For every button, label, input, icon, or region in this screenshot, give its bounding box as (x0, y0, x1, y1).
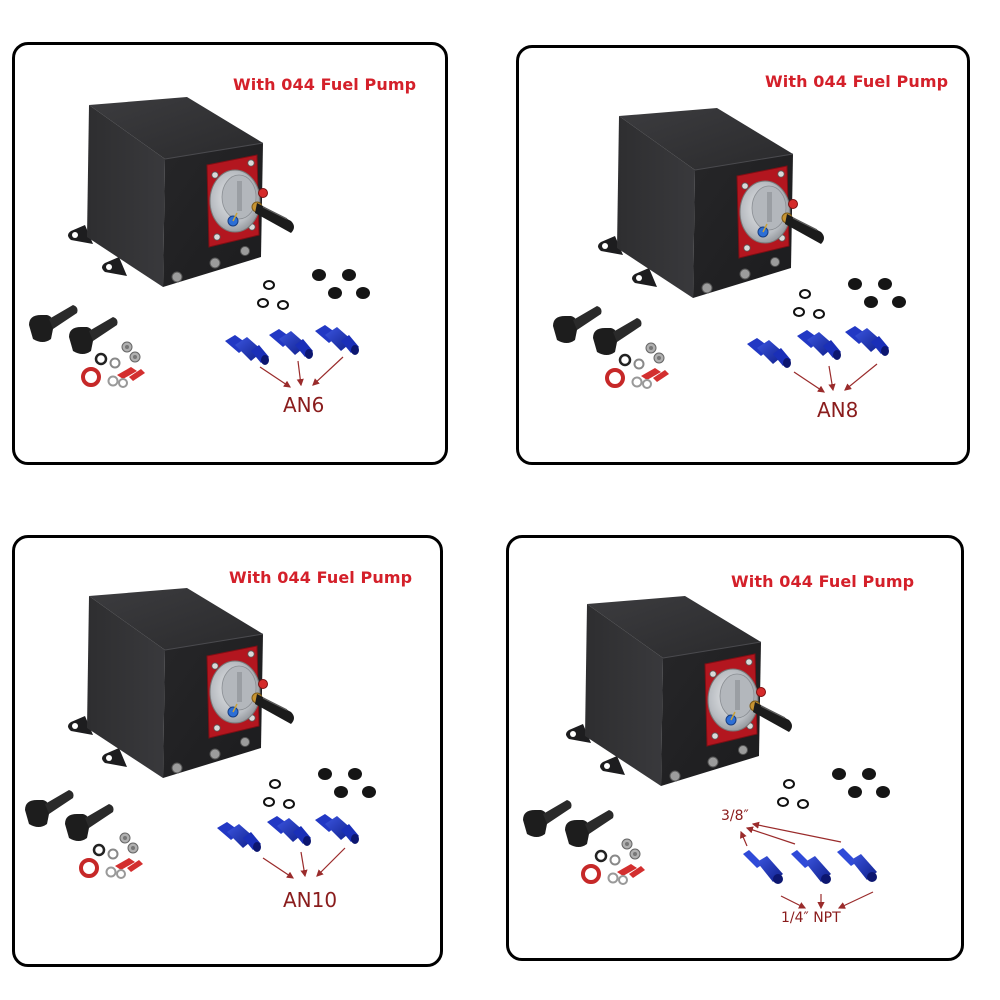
npt-fitting-icon (743, 850, 783, 884)
surge-tank-icon (565, 595, 793, 787)
product-panel-an10[interactable]: With 044 Fuel Pump AN10 (12, 535, 443, 967)
an-fitting-icon (217, 822, 261, 852)
an-fitting-icon (267, 816, 311, 846)
panel-title: With 044 Fuel Pump (229, 568, 413, 587)
panel-title: With 044 Fuel Pump (765, 72, 949, 91)
rubber-boot-icon (593, 318, 642, 355)
an-fitting-icon (225, 335, 269, 365)
seals-icon (793, 277, 907, 319)
seals-icon (263, 767, 377, 809)
surge-tank-icon (67, 587, 295, 779)
fitting-size-label-bottom: 1/4″ NPT (781, 910, 841, 926)
product-illustration (29, 96, 371, 389)
product-panel-an8[interactable]: With 044 Fuel Pump AN8 (516, 45, 970, 465)
fitting-size-label-top: 3/8″ (721, 808, 749, 824)
rubber-boot-icon (69, 317, 118, 354)
seals-icon (257, 268, 371, 310)
product-panel-npt[interactable]: With 044 Fuel Pump 3/8″ 1/4″ NPT (506, 535, 964, 961)
seals-icon (777, 767, 891, 809)
panel-title: With 044 Fuel Pump (233, 75, 417, 94)
npt-fitting-icon (791, 850, 831, 884)
an-fitting-icon (315, 325, 359, 355)
hardware-kit-icon (605, 341, 671, 390)
an-fitting-icon (315, 814, 359, 844)
fitting-size-label: AN8 (817, 398, 859, 422)
an-fitting-icon (269, 329, 313, 359)
npt-fitting-icon (837, 848, 877, 882)
fitting-size-label: AN6 (283, 393, 325, 417)
product-panel-an6[interactable]: With 044 Fuel Pump AN6 (12, 42, 448, 465)
product-illustration (523, 595, 891, 910)
an-fitting-icon (797, 330, 841, 360)
rubber-boot-icon (523, 800, 572, 837)
an-fitting-icon (747, 338, 791, 368)
hardware-kit-icon (79, 831, 145, 880)
hardware-kit-icon (81, 340, 147, 389)
panel-title: With 044 Fuel Pump (731, 572, 915, 591)
product-illustration (553, 107, 907, 393)
surge-tank-icon (597, 107, 825, 299)
an-fitting-icon (845, 326, 889, 356)
surge-tank-icon (67, 96, 295, 288)
product-illustration (25, 587, 377, 880)
rubber-boot-icon (565, 810, 614, 847)
fitting-size-label: AN10 (283, 888, 338, 912)
hardware-kit-icon (581, 837, 647, 886)
rubber-boot-icon (65, 804, 114, 841)
